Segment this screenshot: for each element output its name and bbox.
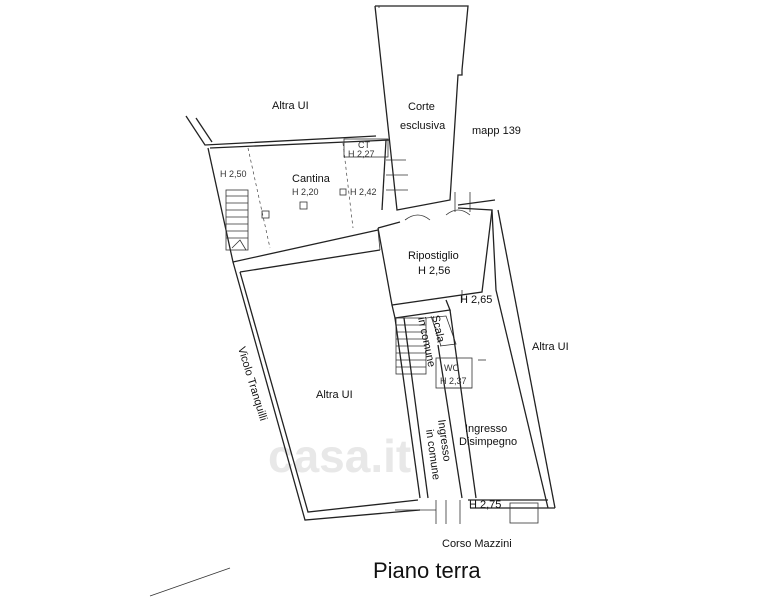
label-h242: H 2,42 <box>350 187 377 197</box>
label-ripostiglio: Ripostiglio <box>408 250 459 262</box>
label-h275: H 2,75 <box>469 499 501 511</box>
label-h220: H 2,20 <box>292 187 319 197</box>
label-scala: Scala <box>429 314 447 344</box>
label-wc-height: H 2,37 <box>440 376 467 386</box>
label-ingresso-comune: Ingresso <box>435 419 453 462</box>
label-h250: H 2,50 <box>220 169 247 179</box>
label-h265: H 2,65 <box>460 294 492 306</box>
label-corte: Corte <box>408 101 435 113</box>
label-ct-height: H 2,27 <box>348 149 375 159</box>
label-disimpegno: Disimpegno <box>459 436 517 448</box>
label-altra-ui-left: Altra UI <box>316 389 353 401</box>
watermark: casa.it <box>268 430 411 482</box>
label-ct: CT <box>358 140 370 150</box>
corte-esclusiva-walls <box>374 5 496 211</box>
label-altra-ui-top: Altra UI <box>272 100 309 112</box>
label-h256: H 2,56 <box>418 265 450 277</box>
label-corso-mazzini: Corso Mazzini <box>442 538 512 550</box>
label-ingresso: Ingresso <box>465 423 507 435</box>
label-wc: WC <box>444 363 459 373</box>
label-mapp: mapp 139 <box>472 125 521 137</box>
label-altra-ui-right: Altra UI <box>532 341 569 353</box>
central-walls <box>377 192 556 524</box>
label-cantina: Cantina <box>292 173 331 185</box>
label-piano-terra: Piano terra <box>373 558 481 583</box>
altra-ui-left-walls <box>149 229 421 597</box>
label-esclusiva: esclusiva <box>400 120 446 132</box>
